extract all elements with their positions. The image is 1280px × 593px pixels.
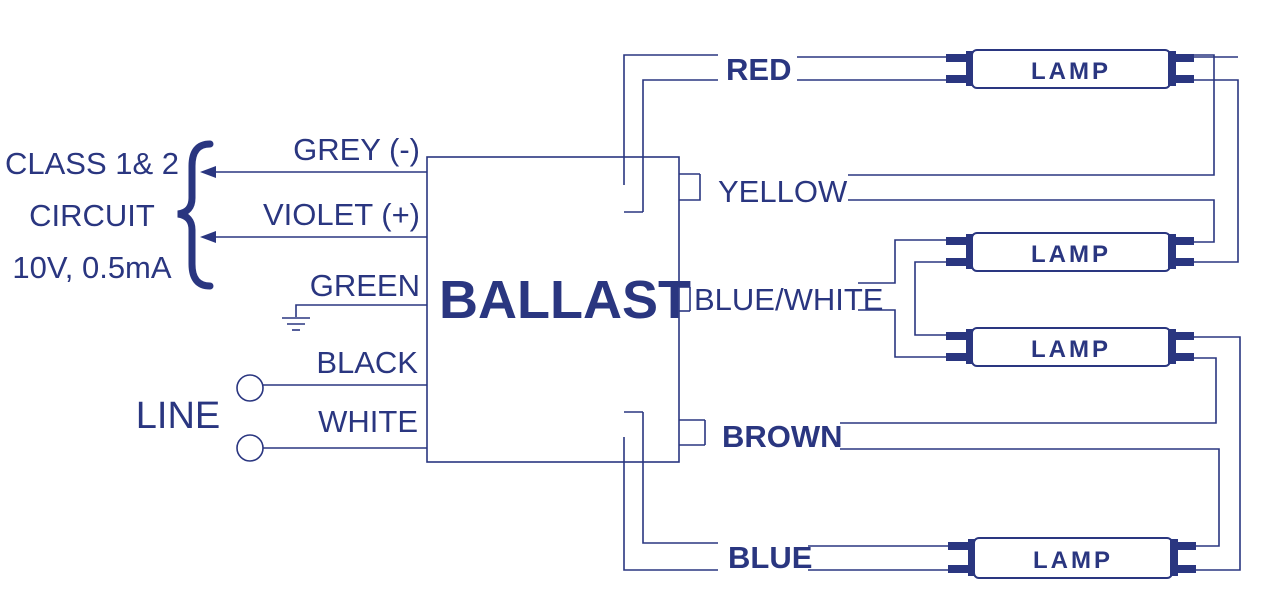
red-wire-label: RED — [726, 52, 791, 87]
ballast-box — [426, 156, 680, 463]
blue-wire-outer — [623, 437, 718, 571]
arrow-left-icon — [200, 166, 216, 178]
terminal-icon — [236, 374, 264, 402]
yellow-wire-label: YELLOW — [718, 174, 848, 209]
arrow-left-icon — [200, 231, 216, 243]
red-wire-outer — [623, 54, 718, 185]
circuit-label-line-2: CIRCUIT — [29, 198, 155, 233]
white-wire-label: WHITE — [318, 404, 418, 439]
black-wire-label: BLACK — [316, 345, 418, 380]
lamp-3-label: LAMP — [1031, 336, 1111, 363]
curly-brace-icon — [177, 140, 214, 290]
blue-wire-label: BLUE — [728, 540, 812, 575]
red-wire-inner — [642, 79, 718, 212]
brown-wire-label: BROWN — [722, 419, 843, 454]
brown-wire — [840, 357, 1217, 424]
lamp-1-label: LAMP — [1031, 58, 1111, 85]
blue-white-wire — [858, 239, 948, 284]
line-label: LINE — [136, 395, 220, 437]
terminal-icon — [236, 434, 264, 462]
ballast-label: BALLAST — [439, 270, 691, 330]
lamp-4: LAMP — [948, 537, 1196, 579]
circuit-label-line-3: 10V, 0.5mA — [12, 250, 171, 285]
blue-white-wire-label: BLUE/WHITE — [694, 282, 883, 317]
lamp-3: LAMP — [946, 327, 1194, 367]
lamp-2-label: LAMP — [1031, 241, 1111, 268]
yellow-wire — [848, 54, 1215, 176]
lamp-1: LAMP — [946, 49, 1194, 89]
lamp-4-label: LAMP — [1033, 547, 1113, 574]
violet-wire-label: VIOLET (+) — [263, 197, 420, 232]
circuit-label-line-1: CLASS 1& 2 — [5, 146, 179, 181]
green-wire-label: GREEN — [310, 268, 420, 303]
lamp-2: LAMP — [946, 232, 1194, 272]
blue-wire-inner — [642, 412, 718, 544]
grey-wire-label: GREY (-) — [293, 132, 420, 167]
green-wire — [295, 304, 427, 317]
